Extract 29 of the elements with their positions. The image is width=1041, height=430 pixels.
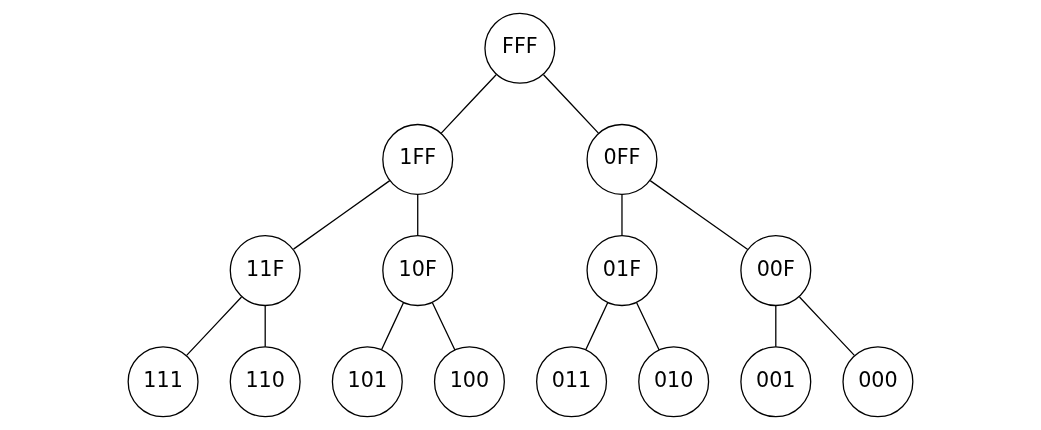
node-circle: 10F (382, 235, 454, 307)
node-circle: 0FF (586, 123, 658, 195)
connector (798, 296, 855, 357)
node-circle: 000 (842, 346, 914, 418)
node-circle: 11F (229, 235, 301, 307)
connector (775, 305, 777, 348)
connector (186, 296, 243, 357)
connector (292, 180, 391, 250)
node-circle: 111 (127, 346, 199, 418)
node-circle: 01F (586, 235, 658, 307)
connector (417, 193, 419, 237)
node-circle: 100 (433, 346, 505, 418)
connector (621, 193, 623, 237)
connector (381, 302, 405, 351)
connector (440, 74, 497, 134)
connector (649, 180, 749, 251)
node-circle: FFF (484, 12, 556, 84)
node-circle: 011 (536, 346, 608, 418)
node-circle: 101 (331, 346, 403, 418)
connector (636, 302, 660, 351)
connector (431, 302, 456, 351)
node-circle: 010 (638, 346, 710, 418)
node-circle: 001 (740, 346, 812, 418)
connector (264, 305, 266, 348)
connector (542, 74, 600, 134)
node-circle: 110 (229, 346, 301, 418)
connector (585, 302, 609, 351)
node-circle: 1FF (382, 123, 454, 195)
node-circle: 00F (740, 235, 812, 307)
